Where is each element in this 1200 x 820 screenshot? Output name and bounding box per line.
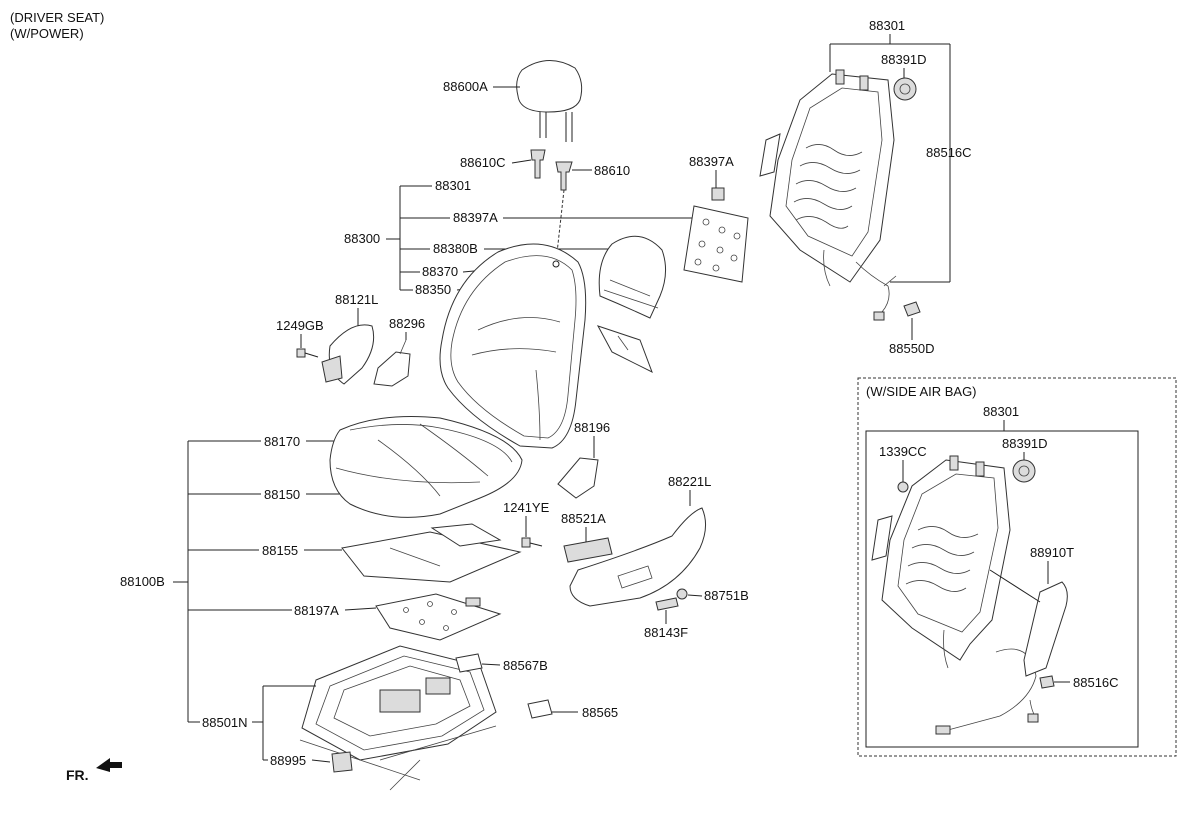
label-88995: 88995: [270, 753, 306, 768]
bracket-88100B: [173, 440, 292, 723]
label-88610C: 88610C: [460, 155, 506, 170]
label-88751B: 88751B: [704, 588, 749, 603]
label-88610: 88610: [594, 163, 630, 178]
label-88143F: 88143F: [644, 625, 688, 640]
label-88521A: 88521A: [561, 511, 606, 526]
headrest-88600A: [516, 60, 583, 142]
label-88567B: 88567B: [503, 658, 548, 673]
label-88296: 88296: [389, 316, 425, 331]
guide-88610C: [530, 149, 546, 179]
label-88565: 88565: [582, 705, 618, 720]
label-88155: 88155: [262, 543, 298, 558]
label-88501N: 88501N: [202, 715, 248, 730]
inset-connector-88516C: [1039, 675, 1055, 689]
cushion-cover-88170: [329, 416, 523, 518]
inset-motor-88391D: [1012, 459, 1036, 483]
inset-box: [865, 430, 1139, 748]
bracket-88567B: [455, 653, 483, 673]
bracket-88300: [386, 185, 450, 291]
label-88380B: 88380B: [433, 241, 478, 256]
label-frame-88301: 88301: [869, 18, 905, 33]
front-direction-label: FR.: [66, 767, 89, 783]
label-88150: 88150: [264, 487, 300, 502]
label-88197A: 88197A: [294, 603, 339, 618]
knob-88143F: [655, 597, 679, 611]
inset-back-frame: [871, 455, 1039, 735]
bracket-88565: [527, 699, 553, 719]
knob-88751B: [676, 588, 688, 600]
cushion-pad-88155: [341, 523, 522, 583]
front-arrow-icon: [96, 758, 122, 772]
label-88100B: 88100B: [120, 574, 165, 589]
label-frame-88516C: 88516C: [926, 145, 972, 160]
label-88300: 88300: [344, 231, 380, 246]
lever-88296: [373, 339, 411, 387]
seat-track-88501N: [299, 645, 497, 791]
bracket-88196: [557, 457, 599, 499]
label-88170: 88170: [264, 434, 300, 449]
label-88221L: 88221L: [668, 474, 711, 489]
inset-label-88516C: 88516C: [1073, 675, 1119, 690]
label-frame-88550D: 88550D: [889, 341, 935, 356]
label-1241YE: 1241YE: [503, 500, 550, 515]
inset-title: (W/SIDE AIR BAG): [866, 384, 977, 399]
header-power: (W/POWER): [10, 26, 84, 41]
inset-nut-1339CC: [897, 481, 909, 493]
bracket-88501N: [252, 685, 316, 761]
inset-label-88301: 88301: [983, 404, 1019, 419]
inset-label-88910T: 88910T: [1030, 545, 1074, 560]
label-frame-88397A: 88397A: [689, 154, 734, 169]
cushion-plate-88197A: [375, 593, 502, 641]
module-88995: [331, 751, 353, 773]
header-driver-seat: (DRIVER SEAT): [10, 10, 104, 25]
inset-label-1339CC: 1339CC: [879, 444, 927, 459]
switch-88521A: [563, 537, 613, 563]
label-1249GB: 1249GB: [276, 318, 324, 333]
label-88350: 88350: [415, 282, 451, 297]
seatback-pad-88380B: [596, 235, 666, 374]
label-frame-88391D: 88391D: [881, 52, 927, 67]
label-88370: 88370: [422, 264, 458, 279]
inset-label-88391D: 88391D: [1002, 436, 1048, 451]
back-frame-88301: [759, 69, 897, 321]
seatback-cover-88370: [439, 243, 587, 449]
screw-1241YE: [521, 537, 543, 548]
side-cover-88221L: [569, 507, 706, 607]
inset-airbag-88910T: [1023, 581, 1068, 677]
motor-88391D: [893, 77, 917, 101]
inset-dashed-border: [857, 377, 1177, 757]
shield-88121L: [321, 324, 375, 385]
guide-88610: [555, 161, 573, 191]
label-88301: 88301: [435, 178, 471, 193]
label-88600A: 88600A: [443, 79, 488, 94]
label-88121L: 88121L: [335, 292, 378, 307]
label-88196: 88196: [574, 420, 610, 435]
plate-88397A: [683, 187, 749, 283]
connector-88550D: [903, 301, 921, 317]
bolt-1249GB: [296, 348, 319, 358]
label-88397A: 88397A: [453, 210, 498, 225]
